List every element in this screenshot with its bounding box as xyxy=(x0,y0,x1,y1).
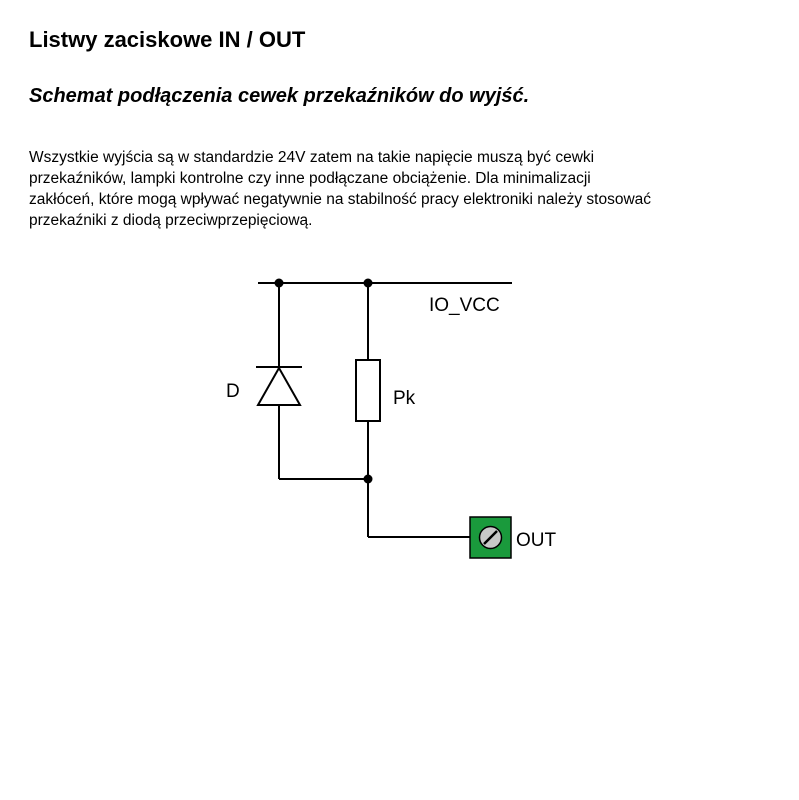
relay-coil-symbol xyxy=(355,359,381,422)
diode-label: D xyxy=(226,381,240,402)
output-terminal xyxy=(469,516,512,559)
paragraph-line: zakłóceń, które mogą wpływać negatywnie … xyxy=(29,191,652,208)
paragraph-line: przekaźniki z diodą przeciwprzepięciową. xyxy=(29,212,313,229)
terminal-screw-slot xyxy=(483,530,498,545)
paragraph-line: przekaźników, lampki kontrolne czy inne … xyxy=(29,170,591,187)
junction-dot xyxy=(363,278,373,288)
description-paragraph: Wszystkie wyjścia są w standardzie 24V z… xyxy=(29,147,651,231)
diode-symbol xyxy=(256,365,302,406)
junction-dot xyxy=(274,278,284,288)
section-subtitle: Schemat podłączenia cewek przekaźników d… xyxy=(29,85,530,107)
relay-coil-label: Pk xyxy=(393,388,416,409)
junction-dots xyxy=(274,278,373,484)
output-terminal-label: OUT xyxy=(516,530,557,551)
diode-triangle xyxy=(256,365,302,406)
paragraph-line: Wszystkie wyjścia są w standardzie 24V z… xyxy=(29,149,595,166)
junction-dot xyxy=(363,474,373,484)
wires xyxy=(258,282,512,538)
rail-label: IO_VCC xyxy=(429,295,500,316)
page-title: Listwy zaciskowe IN / OUT xyxy=(29,27,306,52)
